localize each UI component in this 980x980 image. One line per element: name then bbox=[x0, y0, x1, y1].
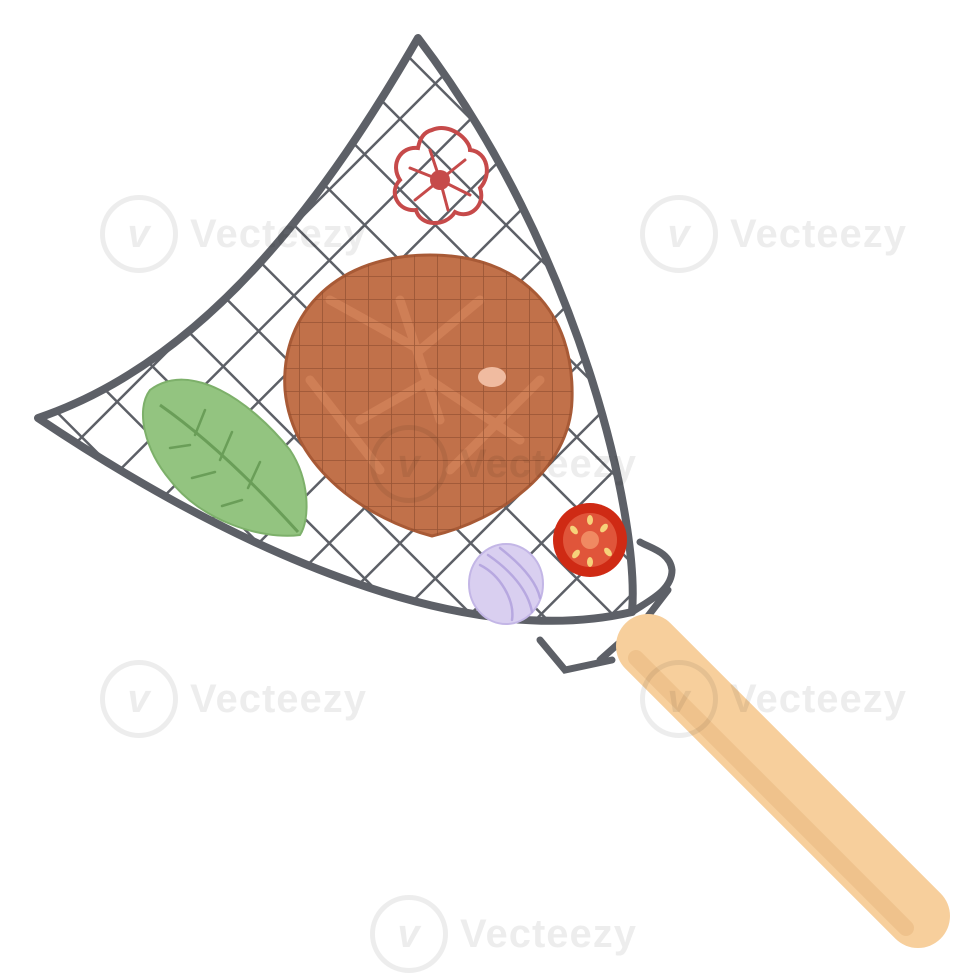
wooden-handle[interactable] bbox=[536, 586, 950, 948]
basil-leaf bbox=[142, 378, 308, 537]
onion bbox=[468, 543, 544, 625]
pepper-ring bbox=[392, 126, 489, 225]
tomato-slice bbox=[553, 503, 627, 577]
